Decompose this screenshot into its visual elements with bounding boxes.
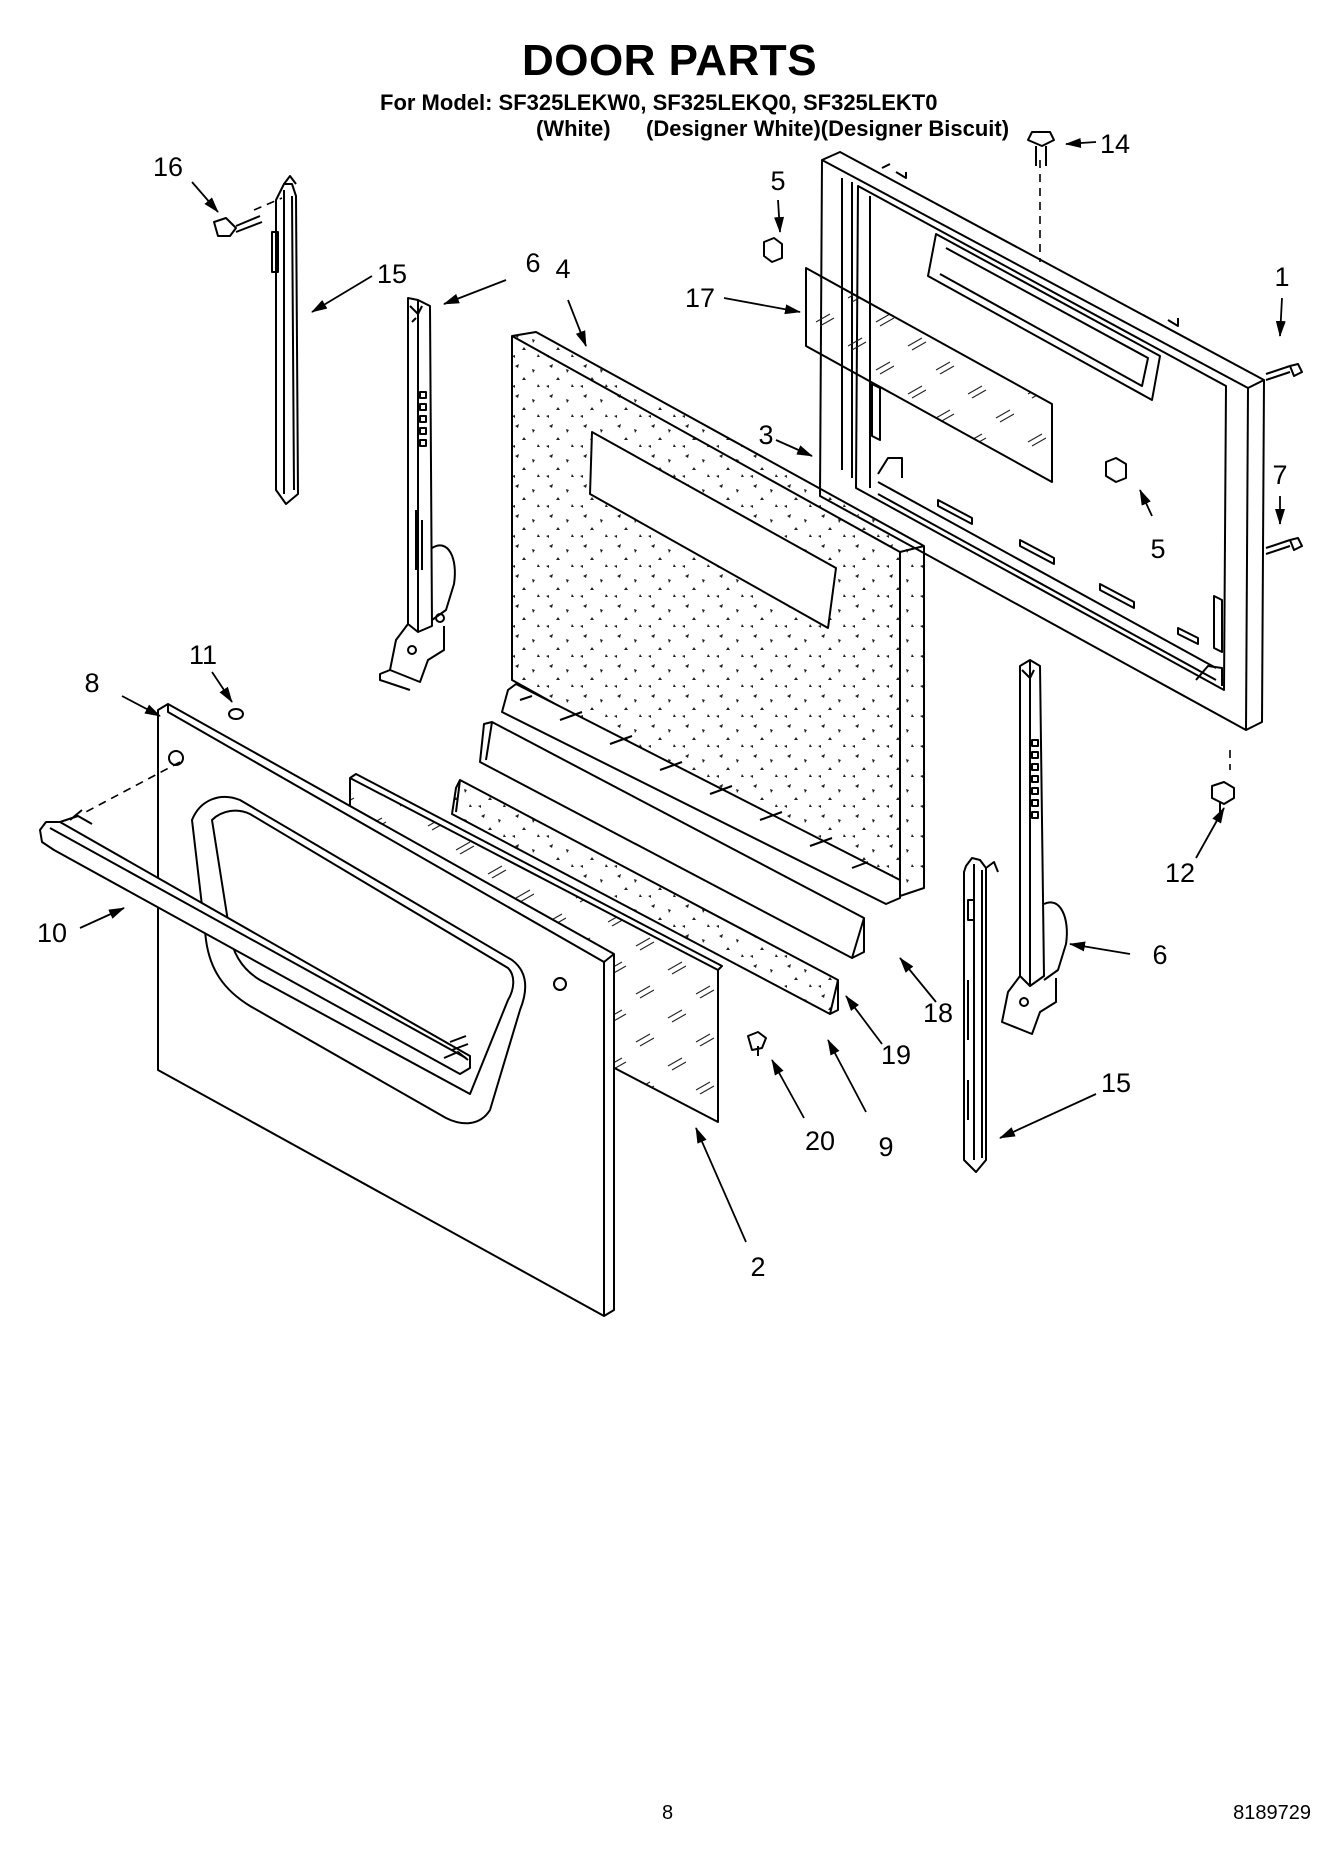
- door-insulation: [511, 331, 925, 897]
- lower-channels: [451, 683, 901, 1015]
- callout-10: 10: [37, 918, 67, 948]
- callout-6-upper: 6: [525, 248, 540, 278]
- hinge-channel-upper-left: [271, 175, 299, 505]
- door-handle: [39, 809, 471, 1075]
- fasteners: [213, 131, 1303, 1056]
- callout-14: 14: [1100, 129, 1130, 159]
- callout-3: 3: [758, 420, 773, 450]
- callout-17: 17: [685, 283, 715, 313]
- alignment-lines: [81, 160, 1231, 815]
- callout-4: 4: [555, 254, 570, 284]
- variant-white: (White): [536, 116, 611, 141]
- page-title: DOOR PARTS: [521, 36, 818, 85]
- callout-6-lower: 6: [1152, 940, 1167, 970]
- inner-window-glass: [805, 267, 1053, 483]
- callout-18: 18: [923, 998, 953, 1028]
- hinge-left: [379, 297, 456, 691]
- callout-16: 16: [153, 152, 183, 182]
- callout-labels: 16 15 6 4 5 17 14 1 3 7 5 8 11 12 10 6 1…: [37, 129, 1290, 1282]
- callout-20: 20: [805, 1126, 835, 1156]
- callout-8: 8: [84, 668, 99, 698]
- hinge-channel-lower-right: [963, 857, 999, 1173]
- callout-5-upper: 5: [770, 166, 785, 196]
- callout-7: 7: [1272, 460, 1287, 490]
- variant-designer: (Designer White)(Designer Biscuit): [646, 116, 1010, 141]
- callout-2: 2: [750, 1252, 765, 1282]
- callout-1: 1: [1274, 262, 1289, 292]
- callout-15-lower: 15: [1101, 1068, 1131, 1098]
- callout-15-upper: 15: [377, 259, 407, 289]
- document-number: 8189729: [1233, 1802, 1311, 1824]
- callout-19: 19: [881, 1040, 911, 1070]
- callout-12: 12: [1165, 858, 1195, 888]
- callout-5-lower: 5: [1150, 534, 1165, 564]
- callout-11: 11: [189, 640, 217, 670]
- leader-arrows: [79, 138, 1286, 1243]
- model-list: For Model: SF325LEKW0, SF325LEKQ0, SF325…: [380, 90, 938, 115]
- hinge-right: [1001, 659, 1068, 1035]
- callout-9: 9: [878, 1132, 893, 1162]
- page-number: 8: [662, 1802, 674, 1824]
